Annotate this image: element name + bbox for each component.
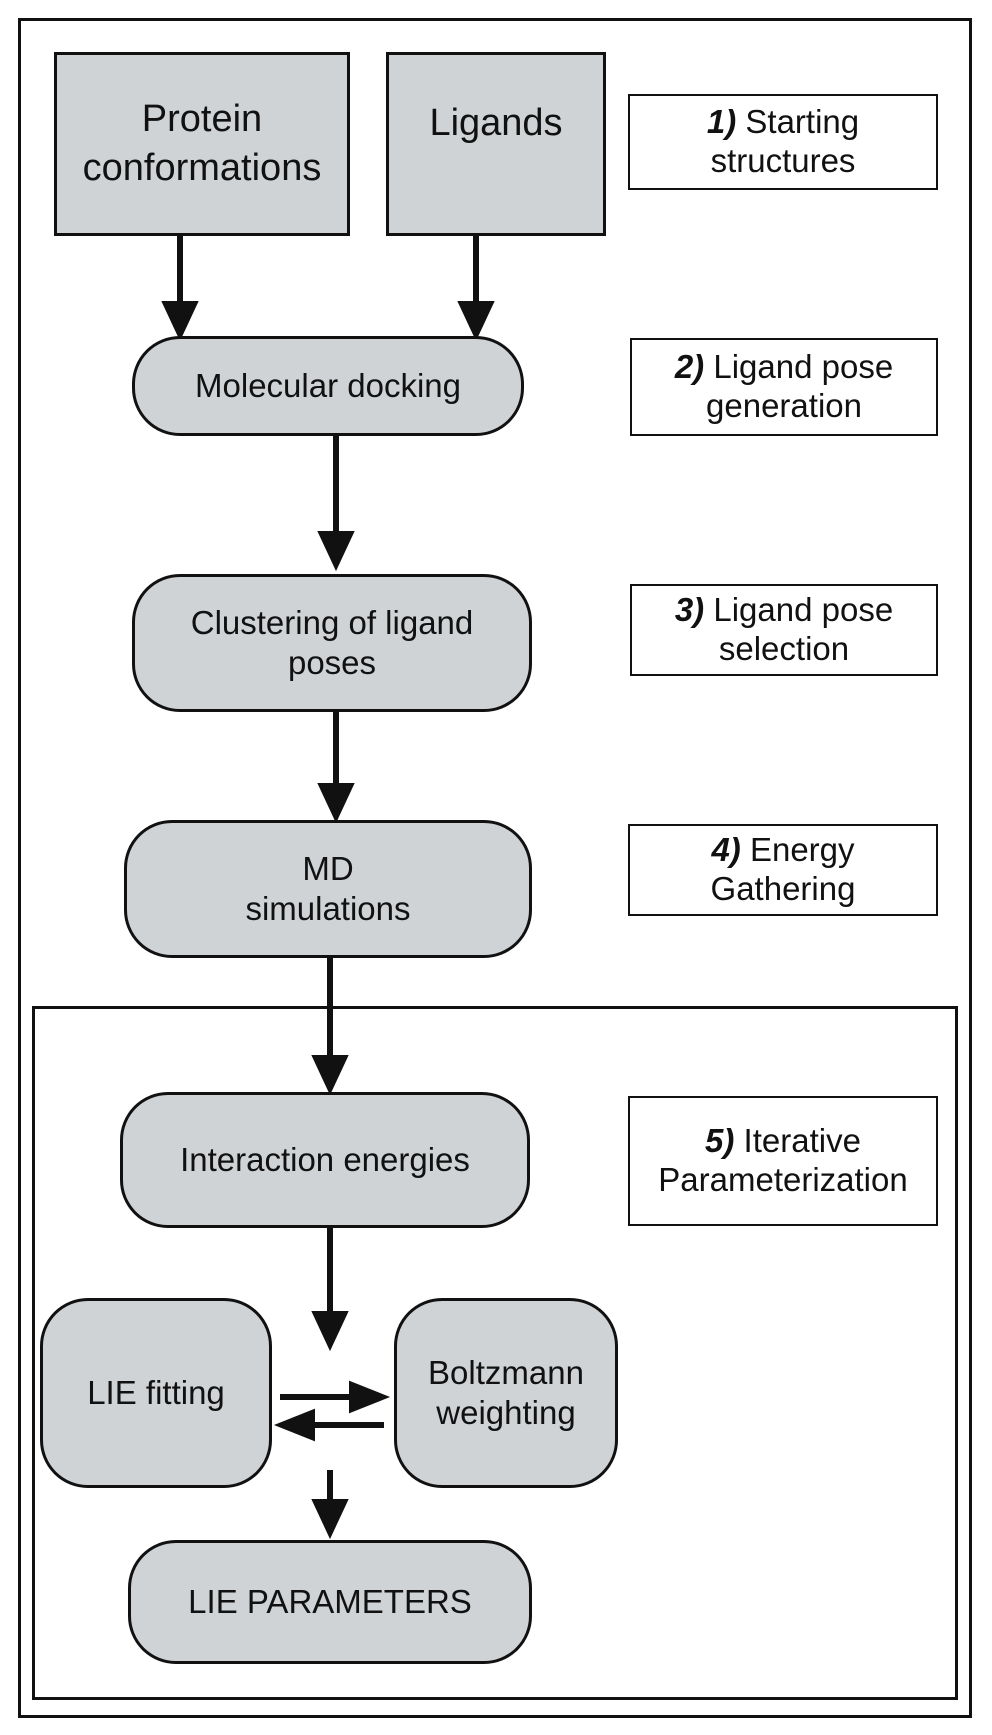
step-number: 1) [706, 103, 737, 141]
ligands-label: Ligands [429, 102, 563, 144]
molecular-docking-node: Molecular docking [132, 336, 524, 436]
step-number: 4) [711, 831, 741, 869]
md-simulations-node: MD simulations [124, 820, 532, 958]
step-text: Ligand pose selection [713, 591, 894, 667]
step-text: Energy Gathering [710, 831, 856, 907]
protein-conformations-node: Protein conformations [54, 52, 350, 236]
step-text: Ligand pose generation [706, 348, 894, 424]
outer-frame [18, 18, 972, 1718]
step-label-2: 2) Ligand pose generation [630, 338, 938, 436]
lie-fitting-node: LIE fitting [40, 1298, 272, 1488]
step-text: Iterative Parameterization [658, 1122, 908, 1198]
step-number: 3) [674, 591, 705, 629]
step-number: 5) [705, 1122, 735, 1160]
boltzmann-weighting-node: Boltzmann weighting [394, 1298, 618, 1488]
ligands-node: Ligands [386, 52, 606, 236]
parameterization-frame [32, 1006, 958, 1700]
step-label-5: 5) Iterative Parameterization [628, 1096, 938, 1226]
step-number: 2) [674, 348, 705, 386]
step-label-4: 4) Energy Gathering [628, 824, 938, 916]
step-label-3: 3) Ligand pose selection [630, 584, 938, 676]
lie-parameters-node: LIE PARAMETERS [128, 1540, 532, 1664]
clustering-node: Clustering of ligand poses [132, 574, 532, 712]
step-text: Starting structures [710, 103, 860, 179]
interaction-energies-node: Interaction energies [120, 1092, 530, 1228]
step-label-1: 1) Starting structures [628, 94, 938, 190]
